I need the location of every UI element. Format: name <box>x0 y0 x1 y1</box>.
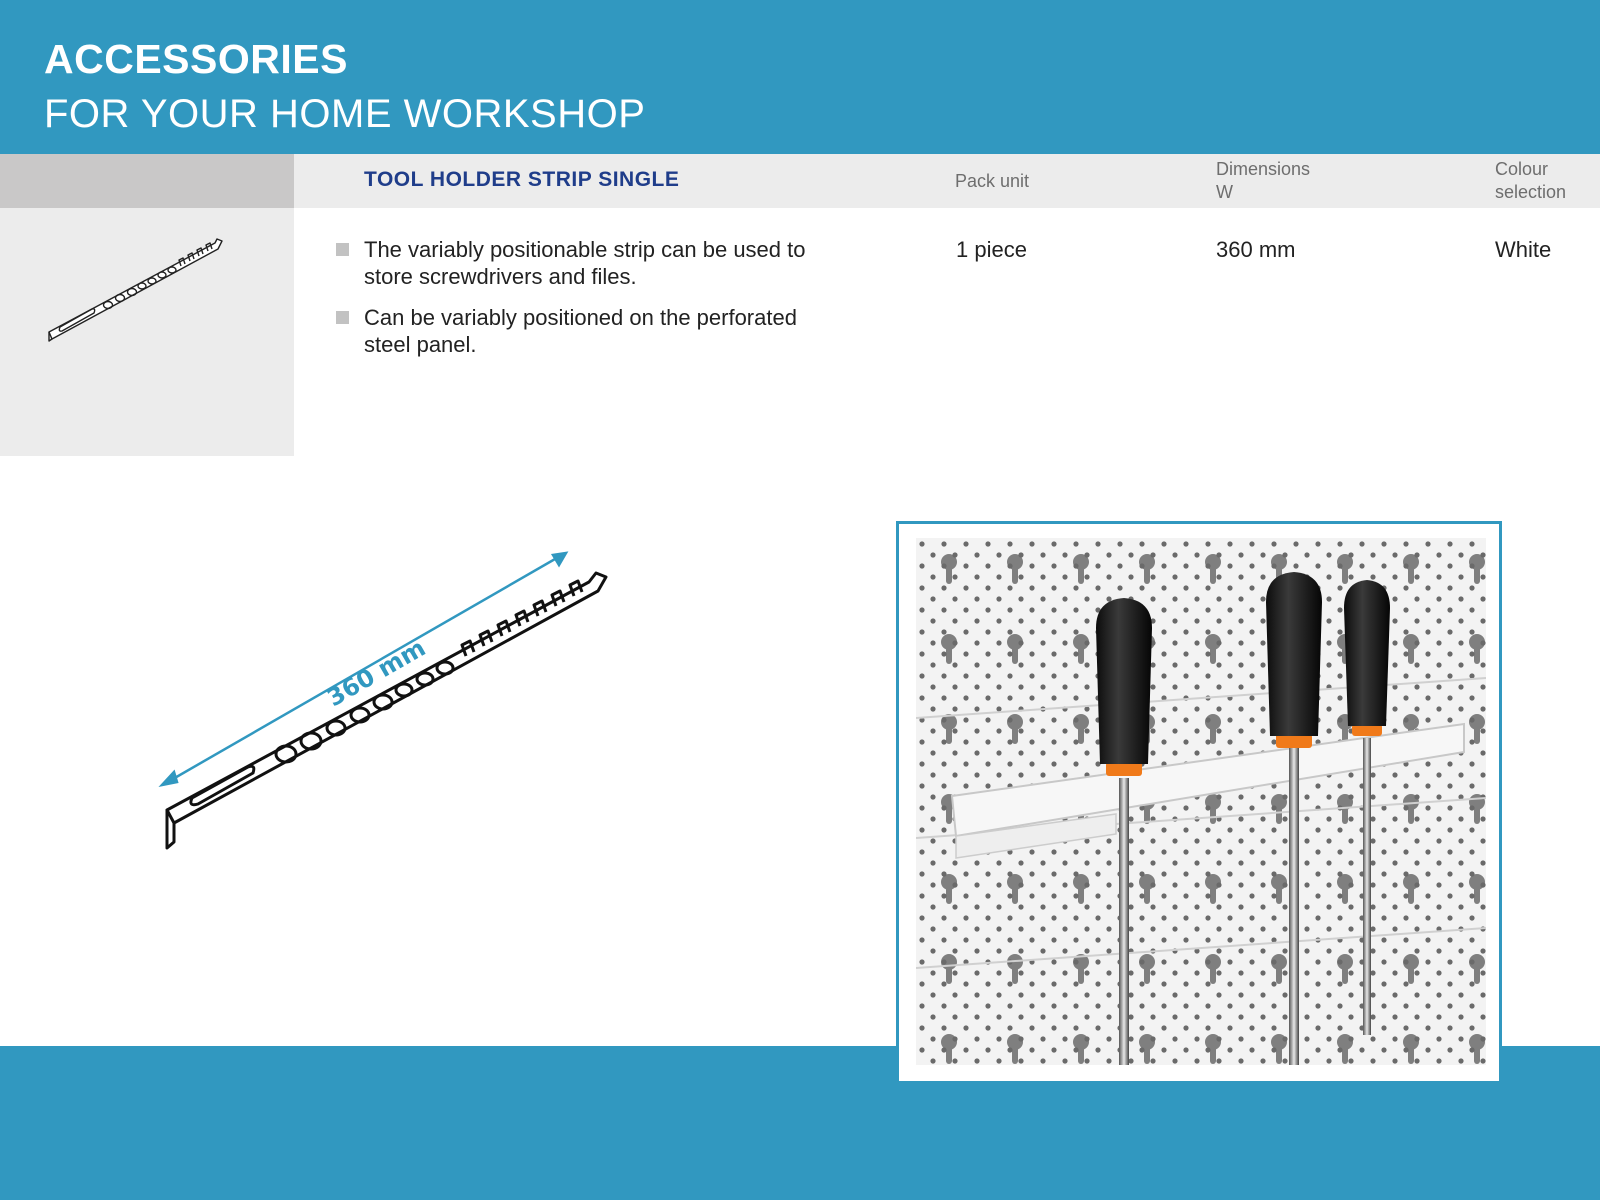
feature-text: The variably positionable strip can be u… <box>364 237 806 289</box>
feature-list: The variably positionable strip can be u… <box>334 236 834 372</box>
bullet-square-icon <box>336 243 349 256</box>
screwdriver-3 <box>1344 580 1390 1035</box>
page-subtitle: FOR YOUR HOME WORKSHOP <box>44 92 646 136</box>
dimensions-header: Dimensions W <box>1216 158 1310 204</box>
dimension-arrow <box>158 551 569 787</box>
feature-item: Can be variably positioned on the perfor… <box>334 304 834 358</box>
colour-header-line1: Colour <box>1495 159 1549 179</box>
bullet-square-icon <box>336 311 349 324</box>
pack-unit-value: 1 piece <box>956 237 1027 262</box>
product-name: TOOL HOLDER STRIP SINGLE <box>364 168 680 191</box>
product-header-row <box>294 154 1600 208</box>
dimensions-header-line2: W <box>1216 182 1233 202</box>
colour-value: White <box>1495 237 1552 262</box>
screwdriver-1 <box>1096 598 1152 1065</box>
colour-header: Colour selection <box>1495 158 1566 204</box>
row-head-left-cell <box>0 154 294 208</box>
header-banner: ACCESSORIES FOR YOUR HOME WORKSHOP <box>0 0 1600 154</box>
feature-item: The variably positionable strip can be u… <box>334 236 834 290</box>
pack-unit-header: Pack unit <box>955 171 1030 191</box>
screwdriver-2 <box>1266 572 1322 1065</box>
page-title: ACCESSORIES <box>44 36 348 82</box>
product-thumbnail-icon <box>48 238 223 342</box>
strip-technical-drawing: 360 mm <box>158 551 608 850</box>
dimensions-value: 360 mm <box>1216 237 1296 262</box>
dimensions-header-line1: Dimensions <box>1216 159 1311 179</box>
product-photo <box>916 538 1486 1065</box>
colour-header-line2: selection <box>1495 182 1567 202</box>
strip-outline <box>165 571 608 850</box>
feature-text: Can be variably positioned on the perfor… <box>364 305 797 357</box>
